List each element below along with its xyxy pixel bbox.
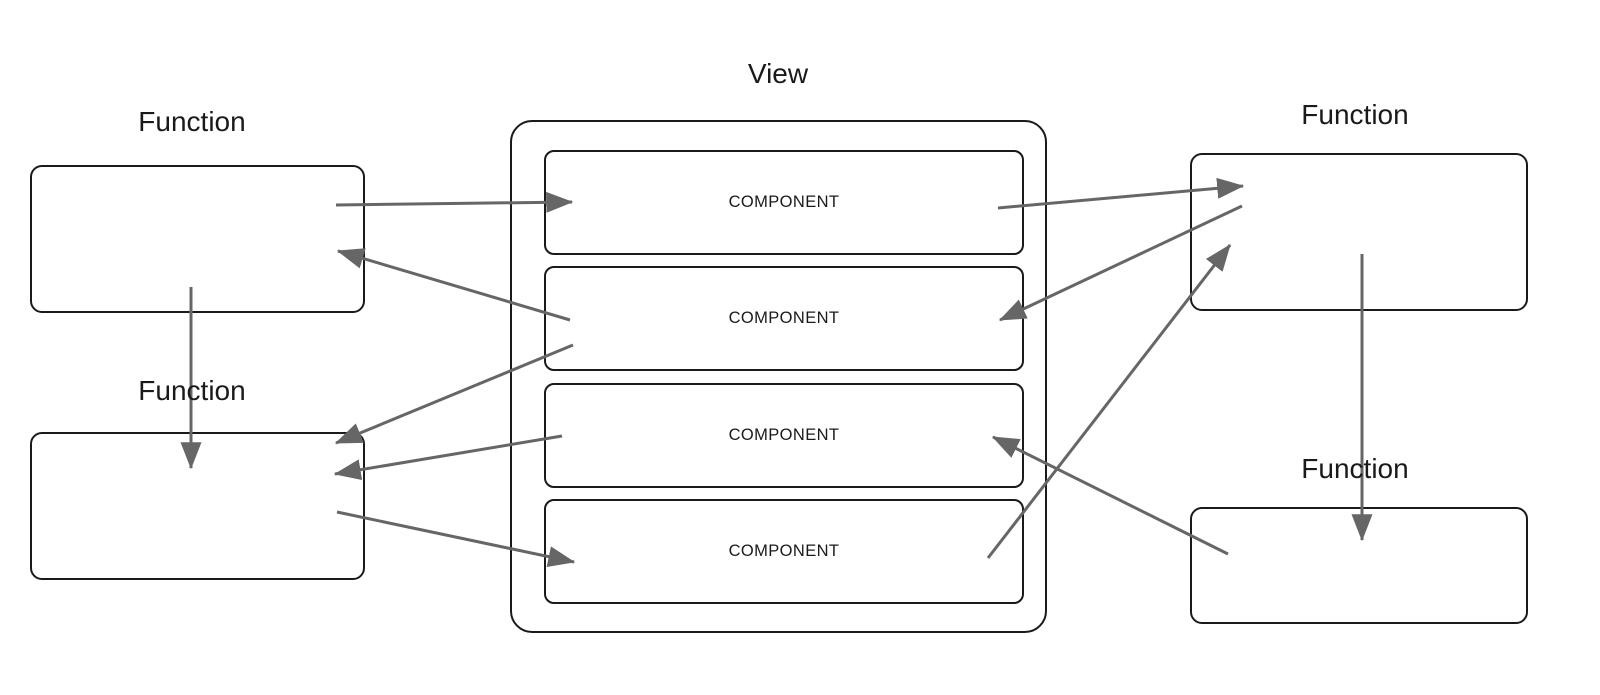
component-box-4[interactable]: COMPONENT (544, 499, 1024, 604)
function-box-fn-bottom-left[interactable] (30, 432, 365, 580)
function-label-fn-top-left: Function (138, 106, 246, 137)
function-box-fn-top-left[interactable] (30, 165, 365, 313)
component-label: COMPONENT (728, 542, 840, 560)
component-box-2[interactable]: COMPONENT (544, 266, 1024, 371)
function-label-fn-bottom-right: Function (1301, 453, 1409, 484)
view-title: View (747, 58, 809, 89)
component-label: COMPONENT (728, 426, 840, 444)
component-label: COMPONENT (728, 193, 840, 211)
component-label: COMPONENT (728, 309, 840, 327)
function-label-fn-bottom-left: Function (138, 375, 246, 406)
component-box-1[interactable]: COMPONENT (544, 150, 1024, 255)
function-label-fn-top-right: Function (1301, 99, 1409, 130)
component-box-3[interactable]: COMPONENT (544, 383, 1024, 488)
function-box-fn-bottom-right[interactable] (1190, 507, 1528, 624)
function-box-fn-top-right[interactable] (1190, 153, 1528, 311)
